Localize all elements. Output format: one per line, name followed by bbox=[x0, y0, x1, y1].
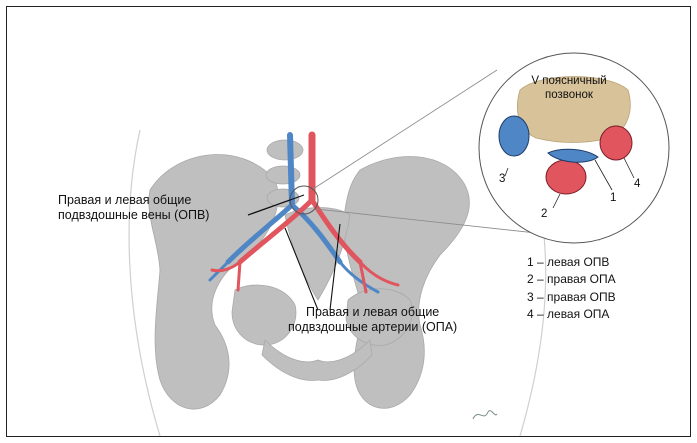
arteries-label-line2: подвздошные артерии (ОПА) bbox=[288, 320, 457, 335]
right-artery-2 bbox=[546, 160, 586, 194]
vertebra-label-line2: позвонок bbox=[508, 89, 630, 103]
legend-item: 4 – левая ОПА bbox=[527, 306, 616, 323]
vertebra-label: V поясничный позвонок bbox=[508, 75, 630, 102]
callout-4: 4 bbox=[634, 178, 640, 190]
callout-3: 3 bbox=[499, 173, 505, 185]
veins-label-line1: Правая и левая общие bbox=[58, 193, 209, 208]
left-artery-4 bbox=[600, 126, 632, 160]
legend-item: 1 – левая ОПВ bbox=[527, 254, 616, 271]
veins-label-line2: подвздошные вены (ОПВ) bbox=[58, 208, 209, 223]
callout-1: 1 bbox=[610, 192, 616, 204]
callout-2: 2 bbox=[541, 208, 547, 220]
legend: 1 – левая ОПВ 2 – правая ОПА 3 – правая … bbox=[527, 254, 616, 324]
veins-label: Правая и левая общие подвздошные вены (О… bbox=[58, 193, 209, 223]
body-outline-left bbox=[129, 130, 160, 436]
right-vein-3 bbox=[499, 116, 529, 156]
arteries-label-line1: Правая и левая общие bbox=[288, 305, 457, 320]
legend-item: 2 – правая ОПА bbox=[527, 271, 616, 288]
vertebra-label-line1: V поясничный bbox=[508, 75, 630, 89]
artist-signature bbox=[470, 404, 500, 426]
legend-item: 3 – правая ОПВ bbox=[527, 289, 616, 306]
arteries-label: Правая и левая общие подвздошные артерии… bbox=[288, 305, 457, 335]
